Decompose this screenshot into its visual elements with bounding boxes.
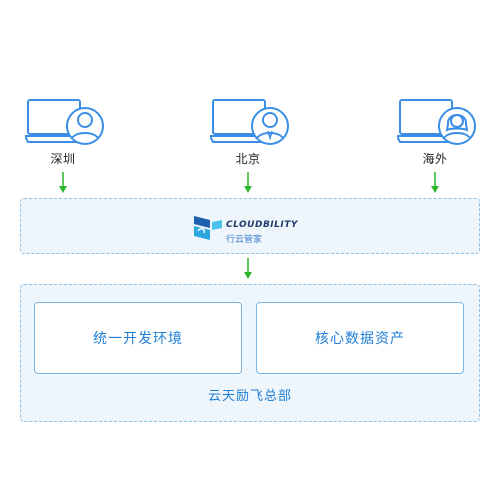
logo-text-cn: 行云管家 [226,235,263,245]
city-label: 深圳 [50,152,76,166]
gateway-panel [20,198,480,254]
core-data-assets-box: 核心数据资产 [256,302,464,374]
box-label: 统一开发环境 [93,331,183,347]
laptop-user-icon [25,99,104,145]
arrow-down-icon [431,172,439,193]
user-beijing: 北京 [210,98,300,170]
cloudbility-logo: CLOUDBILITY 行云管家 [192,208,312,245]
logo-text-en: CLOUDBILITY [226,220,298,230]
user-shenzhen: 深圳 [25,98,115,170]
laptop-user-icon [397,99,476,145]
headquarters-label: 云天励飞总部 [207,389,292,404]
user-overseas: 海外 [397,98,487,170]
cloudbility-logo-icon [194,216,222,240]
box-label: 核心数据资产 [315,331,405,347]
arrow-down-icon [59,172,67,193]
laptop-user-icon [210,99,289,145]
city-label: 海外 [422,152,448,166]
city-label: 北京 [235,152,261,166]
arrow-down-icon [244,258,252,279]
arrow-down-icon [244,172,252,193]
unified-dev-env-box: 统一开发环境 [34,302,242,374]
